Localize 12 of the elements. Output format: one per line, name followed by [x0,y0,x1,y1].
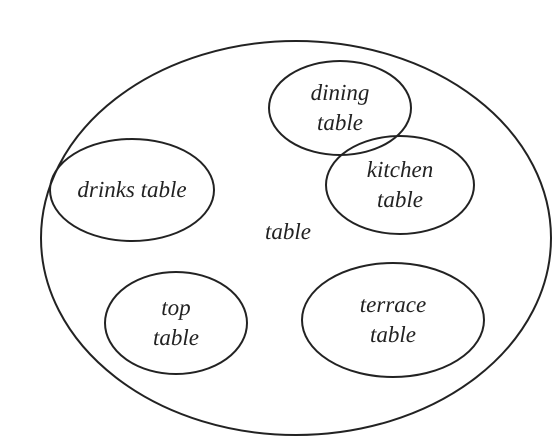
node-label: table [264,218,312,246]
node-label: drinks table [77,176,187,204]
ellipse-node [40,40,552,436]
ellipse-node [49,138,215,242]
ellipse-node [104,271,248,375]
node-label: kitchen table [366,156,434,214]
ellipse-node [325,135,475,235]
ellipse-node [301,262,485,378]
node-label: dining table [310,79,370,137]
node-label: top table [152,294,200,352]
node-label: terrace table [358,291,428,349]
ellipse-node [268,60,412,156]
